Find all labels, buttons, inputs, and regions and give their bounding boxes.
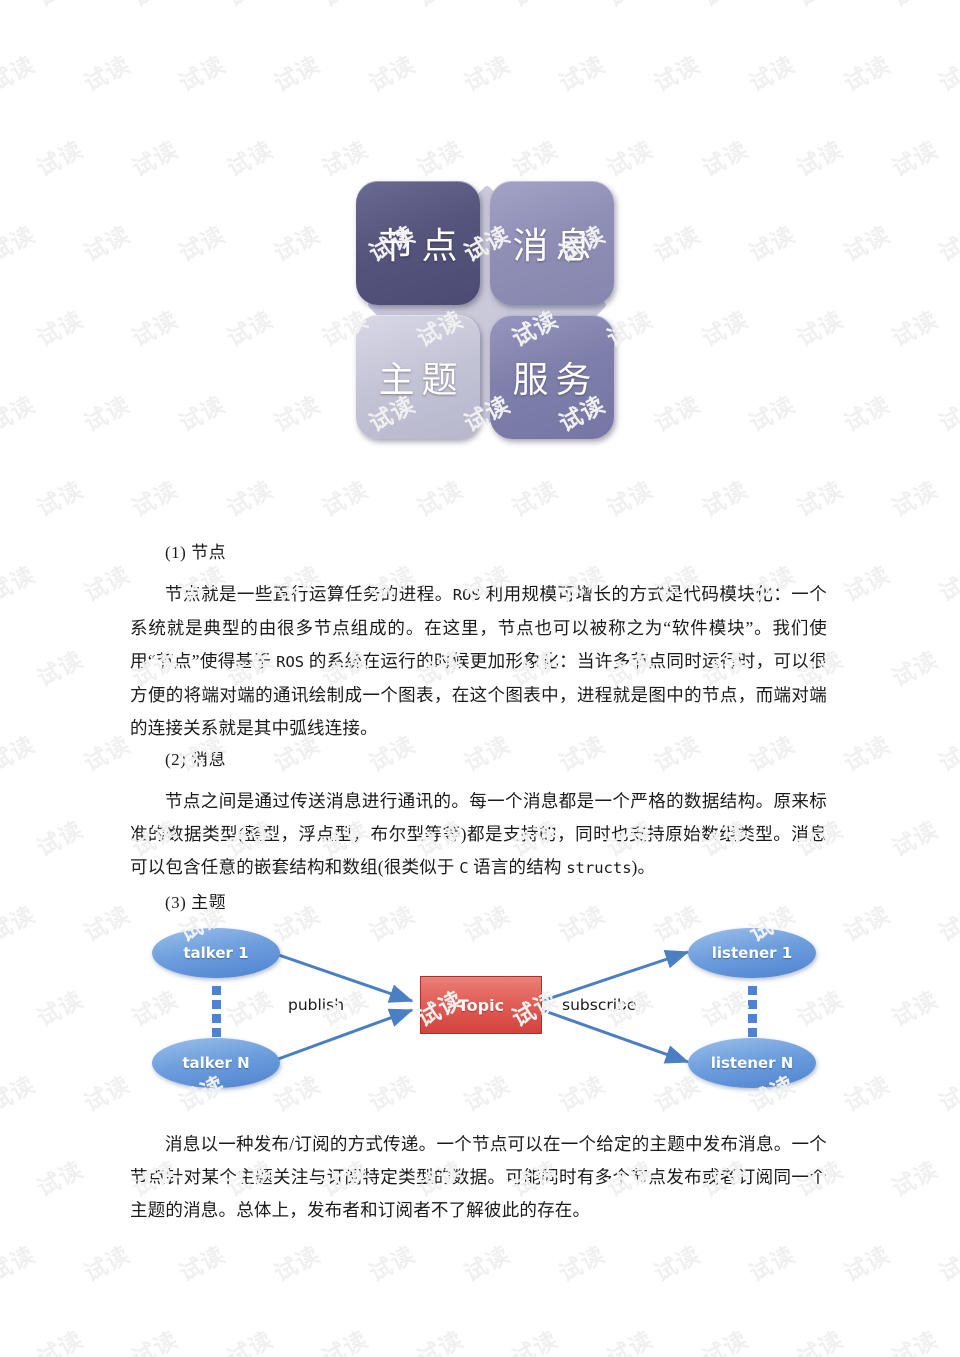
para1-mid: 利用规模可增长的方式是代码模块化：一个系统就是典型的由很多节点组成的。在这里，节…: [130, 584, 827, 671]
node-talker-1: talker 1: [152, 928, 280, 978]
paragraph-section-1: 节点就是一些直行运算任务的进程。ROS 利用规模可增长的方式是代码模块化：一个系…: [130, 578, 827, 745]
edge-label-subscribe: subscribe: [562, 996, 637, 1014]
edge-label-publish: publish: [288, 996, 345, 1014]
node-listener-n: listener N: [688, 1038, 816, 1088]
paragraph-section-2: 节点之间是通过传送消息进行通讯的。每一个消息都是一个严格的数据结构。原来标准的数…: [130, 785, 827, 885]
para1-post: 的系统在运行的时候更加形象化：当许多节点同时运行时，可以很方便的将端对端的通讯绘…: [130, 651, 827, 738]
node-talker-n-label: talker N: [182, 1054, 250, 1072]
publish-subscribe-topic-diagram: talker 1 talker N listener 1 listener N …: [140, 918, 830, 1103]
node-talker-1-label: talker 1: [183, 944, 249, 962]
topic-box-label: Topic: [457, 995, 505, 1015]
heading-section-3: (3) 主题: [165, 893, 227, 912]
tile-service-label: 服务: [512, 360, 599, 401]
heading-section-2: (2) 消息: [165, 750, 227, 769]
heading-section-1: (1) 节点: [165, 543, 227, 562]
node-listener-n-label: listener N: [710, 1054, 794, 1072]
tile-service: 服务: [490, 315, 614, 439]
tile-message-label: 消息: [512, 226, 599, 267]
node-listener-1-label: listener 1: [711, 944, 793, 962]
tile-message: 消息: [490, 181, 614, 305]
ellipsis-dots-talkers: [212, 986, 221, 1037]
para2-b: 语言的结构: [468, 857, 567, 877]
para2-c-lang: C: [459, 859, 469, 877]
para2-end: )。: [631, 857, 656, 877]
tile-node: 节点: [356, 181, 480, 305]
para1-pre: 节点就是一些直行运算任务的进程。: [165, 584, 453, 604]
para2-structs: structs: [566, 859, 632, 877]
ellipsis-dots-listeners: [748, 986, 757, 1037]
para1-ros-2: ROS: [276, 653, 305, 671]
para1-ros-1: ROS: [452, 586, 481, 604]
tile-topic: 主题: [356, 315, 480, 439]
paragraph-section-3: 消息以一种发布/订阅的方式传递。一个节点可以在一个给定的主题中发布消息。一个节点…: [130, 1134, 827, 1220]
ros-core-concepts-diagram: 节点 消息 主题 服务: [315, 140, 655, 490]
node-talker-n: talker N: [152, 1038, 280, 1088]
tile-node-label: 节点: [378, 226, 465, 267]
topic-box: Topic: [420, 976, 542, 1034]
para2-a: 节点之间是通过传送消息进行通讯的。每一个消息都是一个严格的数据结构。原来标准的数…: [130, 791, 827, 877]
node-listener-1: listener 1: [688, 928, 816, 978]
diagram-arrows: [269, 950, 690, 1064]
tile-topic-label: 主题: [378, 360, 465, 401]
